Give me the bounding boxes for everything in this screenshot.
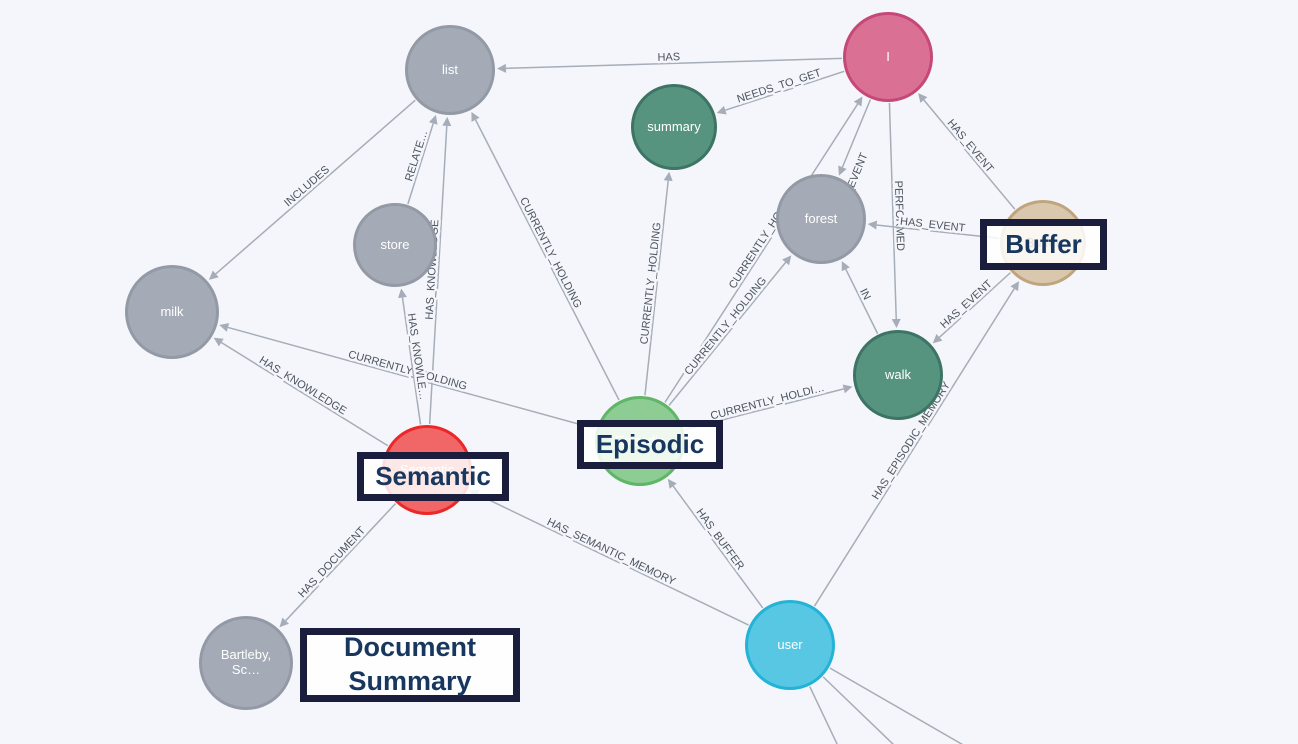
edge-line[interactable] xyxy=(215,99,416,275)
edge-line[interactable] xyxy=(285,503,397,622)
graph-node-store[interactable]: store xyxy=(353,203,437,287)
edge-line[interactable] xyxy=(664,103,859,403)
node-caption: I xyxy=(886,49,890,64)
node-caption: walk xyxy=(884,367,911,382)
edge-line[interactable] xyxy=(672,485,764,609)
graph-node-list[interactable]: list xyxy=(405,25,495,115)
node-caption: milk xyxy=(160,304,184,319)
edge-line-offscreen xyxy=(809,686,838,744)
graph-node-user[interactable]: user xyxy=(745,600,835,690)
graph-node-i[interactable]: I xyxy=(843,12,933,102)
graph-node-milk[interactable]: milk xyxy=(125,265,219,359)
edge-arrowhead-icon xyxy=(496,63,507,73)
edge-line-offscreen xyxy=(822,676,895,744)
edge-arrowhead-icon xyxy=(398,288,407,299)
edge-arrowhead-icon xyxy=(219,323,230,332)
edge-arrowhead-icon xyxy=(782,255,792,266)
graph-node-summary[interactable]: summary xyxy=(631,84,717,170)
edge-line[interactable] xyxy=(668,261,787,406)
node-caption: user xyxy=(777,637,803,652)
edge-line[interactable] xyxy=(644,180,669,396)
node-caption: Bartleby, Sc… xyxy=(220,648,272,677)
graph-node-forest[interactable]: forest xyxy=(776,174,866,264)
edge-line[interactable] xyxy=(428,125,448,425)
edge-arrowhead-icon xyxy=(918,93,928,103)
edge-line[interactable] xyxy=(813,288,1015,607)
edge-line[interactable] xyxy=(474,119,620,401)
edge-arrowhead-icon xyxy=(667,478,677,489)
edge-arrowhead-icon xyxy=(932,333,943,344)
edge-arrowhead-icon xyxy=(208,270,219,280)
edge-line[interactable] xyxy=(477,493,749,626)
edge-line[interactable] xyxy=(505,57,843,70)
graph-node-bartleby[interactable]: Bartleby, Sc… xyxy=(199,616,293,710)
edge-label[interactable]: HAS xyxy=(655,49,683,67)
graph-node-walk[interactable]: walk xyxy=(853,330,943,420)
edge-arrowhead-icon xyxy=(853,96,863,107)
edge-arrowhead-icon xyxy=(213,337,224,347)
node-caption: list xyxy=(442,62,458,77)
edge-line[interactable] xyxy=(888,102,897,320)
edge-line[interactable] xyxy=(401,297,422,425)
edge-line[interactable] xyxy=(876,224,1000,240)
edge-line[interactable] xyxy=(845,268,879,335)
edge-arrowhead-icon xyxy=(891,318,901,329)
edge-i-walk: PERFORMED xyxy=(888,102,909,329)
node-caption: summary xyxy=(647,119,701,134)
annotation-semantic: Semantic xyxy=(357,452,509,501)
edge-line[interactable] xyxy=(227,326,596,430)
node-caption: forest xyxy=(804,211,838,226)
annotation-document-summary: Document Summary xyxy=(300,628,520,702)
edge-i-list: HAS xyxy=(496,49,843,73)
edge-line[interactable] xyxy=(938,272,1011,338)
annotation-buffer: Buffer xyxy=(980,219,1107,270)
edge-arrowhead-icon xyxy=(716,105,727,115)
edge-line[interactable] xyxy=(923,99,1016,210)
edge-line[interactable] xyxy=(725,70,845,111)
edge-arrowhead-icon xyxy=(471,111,480,122)
edge-line-offscreen xyxy=(829,667,964,744)
edge-arrowhead-icon xyxy=(663,171,673,182)
edge-arrowhead-icon xyxy=(428,114,438,125)
annotation-episodic: Episodic xyxy=(577,420,723,469)
edge-arrowhead-icon xyxy=(279,617,289,628)
edge-arrowhead-icon xyxy=(842,384,853,394)
edge-arrowhead-icon xyxy=(838,165,847,176)
edge-line[interactable] xyxy=(220,341,389,447)
edge-arrowhead-icon xyxy=(442,116,452,127)
edge-line[interactable] xyxy=(407,123,434,205)
edge-arrowhead-icon xyxy=(867,220,878,230)
node-caption: store xyxy=(380,237,410,252)
edge-arrowhead-icon xyxy=(841,261,850,272)
edge-arrowhead-icon xyxy=(1010,281,1020,292)
edge-label[interactable]: PERFORMED xyxy=(889,178,908,254)
edge-line[interactable] xyxy=(841,99,872,168)
